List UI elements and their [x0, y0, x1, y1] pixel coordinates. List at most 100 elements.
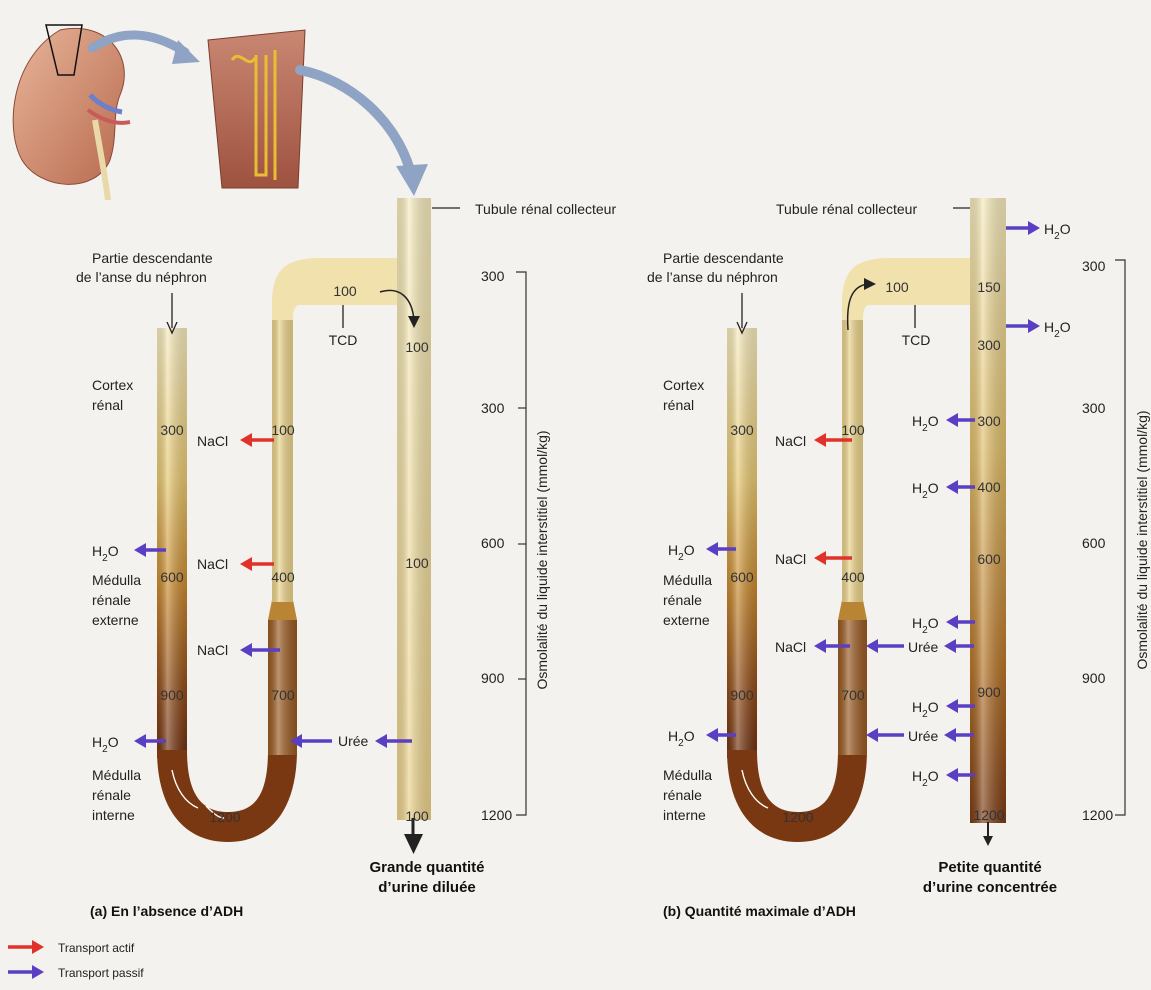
panel-a-nephron — [132, 198, 432, 854]
panel-b-h2o-label-desc-1: H2O — [668, 542, 695, 563]
panel-a-nacl-label-3: NaCl — [197, 642, 228, 658]
panel-a-descending-value-0: 300 — [160, 422, 184, 438]
panel-b-collecting-value-6: 1200 — [973, 807, 1004, 823]
panel-b-collecting-value-5: 900 — [977, 684, 1001, 700]
panel-b-collecting-value-4: 600 — [977, 551, 1001, 567]
kidney-illustration — [13, 25, 130, 200]
label-medulla-interne-a-2: interne — [92, 807, 135, 823]
axis-b-title: Osmolalité du liquide interstitiel (mmol… — [1134, 410, 1150, 669]
label-medulla-externe-b-1: rénale — [663, 592, 702, 608]
label-medulla-externe-b-0: Médulla — [663, 572, 712, 588]
axis-bracket-b — [1115, 260, 1125, 815]
axis-a-tick-4: 1200 — [481, 807, 512, 823]
panel-a-output-arrow — [404, 834, 423, 854]
label-cortex-a-2: rénal — [92, 397, 123, 413]
panel-b-h2o-arrow-out-1 — [1006, 221, 1040, 235]
axis-b-tick-3: 900 — [1082, 670, 1106, 686]
panel-b-uree-label-1: Urée — [908, 639, 939, 655]
panel-b-h2o-label-in-1: H2O — [912, 413, 939, 434]
panel-a-nacl-label-1: NaCl — [197, 433, 228, 449]
panel-b-uree-label-2: Urée — [908, 728, 939, 744]
panel-b-nacl-label-3: NaCl — [775, 639, 806, 655]
panel-a-ascending-value-2: 700 — [271, 687, 295, 703]
panel-b-h2o-label-desc-2: H2O — [668, 728, 695, 749]
panel-a-nacl-label-2: NaCl — [197, 556, 228, 572]
panel-b-h2o-label-out-2: H2O — [1044, 319, 1071, 340]
panel-b-loop-bend — [727, 750, 867, 842]
panel-b-uree-arrow-in-2 — [944, 728, 974, 742]
label-medulla-interne-b-1: rénale — [663, 787, 702, 803]
panel-a-h2o-label-2: H2O — [92, 734, 119, 755]
label-cortex-b-1: Cortex — [663, 377, 704, 393]
panel-b-output-arrow — [983, 836, 993, 846]
label-tcd-b: TCD — [902, 332, 931, 348]
panel-a-ascending-value-1: 400 — [271, 569, 295, 585]
axis-b-tick-4: 1200 — [1082, 807, 1113, 823]
panel-b-descending-value-1: 600 — [730, 569, 754, 585]
axis-b-tick-0: 300 — [1082, 258, 1106, 274]
axis-b-tick-2: 600 — [1082, 535, 1106, 551]
panel-b-descending-value-0: 300 — [730, 422, 754, 438]
label-descendante-b-1: Partie descendante — [663, 250, 784, 266]
panel-b-nephron — [727, 198, 1006, 846]
panel-b-collecting-value-2: 300 — [977, 413, 1001, 429]
panel-a-loop-bend — [157, 750, 297, 842]
label-medulla-interne-a-0: Médulla — [92, 767, 141, 783]
label-tcd-a: TCD — [329, 332, 358, 348]
panel-a-output-line1: Grande quantité — [369, 859, 484, 876]
panel-a-caption: (a) En l’absence d’ADH — [90, 903, 243, 919]
label-cortex-a-1: Cortex — [92, 377, 133, 393]
axis-a-title: Osmolalité du liquide interstitiel (mmol… — [534, 430, 550, 689]
panel-b-h2o-label-in-5: H2O — [912, 768, 939, 789]
panel-b-descending-value-2: 900 — [730, 687, 754, 703]
legend-active-label: Transport actif — [58, 941, 135, 955]
panel-a-collecting-value-2: 100 — [405, 808, 429, 824]
panel-b-output-line1: Petite quantité — [938, 859, 1041, 876]
label-medulla-interne-b-2: interne — [663, 807, 706, 823]
panel-a-tcd-value: 100 — [333, 283, 357, 299]
label-medulla-interne-a-1: rénale — [92, 787, 131, 803]
panel-b-uree-arrow-in-1 — [944, 639, 974, 653]
label-descendante-b-2: de l’anse du néphron — [647, 269, 778, 285]
panel-a-nacl-arrow-1 — [240, 433, 274, 447]
legend-passive-arrow — [8, 965, 44, 979]
panel-b-ascending-value-0: 100 — [841, 422, 865, 438]
legend-active-arrow — [8, 940, 44, 954]
panel-b-collecting-value-1: 300 — [977, 337, 1001, 353]
medulla-wedge-illustration — [208, 30, 305, 188]
label-medulla-externe-b-2: externe — [663, 612, 710, 628]
axis-a-tick-2: 600 — [481, 535, 505, 551]
panel-b-tcd-value: 100 — [885, 279, 909, 295]
panel-a-h2o-label-1: H2O — [92, 543, 119, 564]
panel-a-collecting-value-1: 100 — [405, 555, 429, 571]
label-medulla-externe-a-1: rénale — [92, 592, 131, 608]
panel-b-h2o-label-in-4: H2O — [912, 699, 939, 720]
panel-b-output-line2: d’urine concentrée — [923, 879, 1057, 896]
panel-a-output-line2: d’urine diluée — [378, 879, 476, 896]
zoom-arrow-2 — [300, 70, 410, 170]
label-medulla-externe-a-2: externe — [92, 612, 139, 628]
panel-a-nacl-arrow-2 — [240, 557, 274, 571]
label-tubule-collecteur-a: Tubule rénal collecteur — [475, 201, 616, 217]
panel-b-h2o-label-in-2: H2O — [912, 480, 939, 501]
panel-a-uree-label: Urée — [338, 733, 369, 749]
panel-b-h2o-label-in-3: H2O — [912, 615, 939, 636]
panel-b-h2o-arrow-out-2 — [1006, 319, 1040, 333]
legend-passive-label: Transport passif — [58, 966, 144, 980]
panel-b-ascending-value-1: 400 — [841, 569, 865, 585]
axis-b-tick-1: 300 — [1082, 400, 1106, 416]
label-tubule-collecteur-b: Tubule rénal collecteur — [776, 201, 917, 217]
axis-a-tick-3: 900 — [481, 670, 505, 686]
axis-bracket-a — [516, 272, 526, 815]
label-descendante-a-2: de l’anse du néphron — [76, 269, 207, 285]
axis-a-tick-1: 300 — [481, 400, 505, 416]
panel-a-ascending-value-0: 100 — [271, 422, 295, 438]
panel-b-nacl-label-1: NaCl — [775, 433, 806, 449]
label-descendante-a-1: Partie descendante — [92, 250, 213, 266]
panel-b-collecting-value-3: 400 — [977, 479, 1001, 495]
panel-b-uree-arrow-out-2 — [866, 728, 904, 742]
panel-b-ascending-value-2: 700 — [841, 687, 865, 703]
panel-a-bottom-value: 1200 — [209, 809, 240, 825]
panel-b-caption: (b) Quantité maximale d’ADH — [663, 903, 856, 919]
